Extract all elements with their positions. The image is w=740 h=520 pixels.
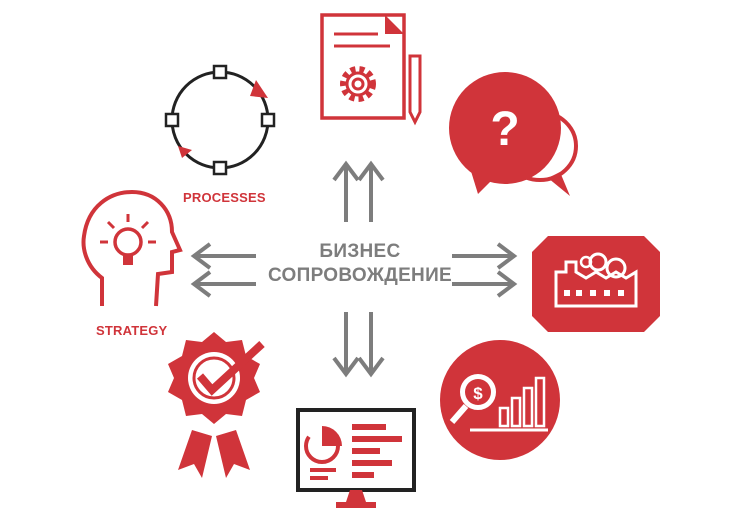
center-title-line1: БИЗНЕС: [319, 241, 401, 262]
financial-analysis-icon: $: [440, 340, 560, 460]
question-bubbles-icon: ?: [449, 72, 578, 196]
award-badge-icon: [168, 332, 265, 478]
arrows-down: [332, 312, 385, 378]
arrows-right: [452, 242, 518, 298]
dashboard-monitor-icon: [296, 408, 416, 508]
center-title-line2: СОПРОВОЖДЕНИЕ: [268, 265, 452, 286]
question-mark-text: ?: [490, 103, 519, 156]
arrows-left: [190, 242, 256, 298]
factory-icon: [532, 236, 660, 332]
strategy-label: STRATEGY: [96, 323, 168, 338]
process-cycle-icon: [164, 64, 276, 176]
processes-label: PROCESSES: [183, 190, 266, 205]
document-gear-icon: [320, 13, 422, 126]
center-title: БИЗНЕС СОПРОВОЖДЕНИЕ: [240, 240, 480, 288]
arrows-up: [332, 160, 385, 222]
dollar-sign-text: $: [473, 384, 483, 403]
strategy-head-icon: [81, 189, 183, 307]
